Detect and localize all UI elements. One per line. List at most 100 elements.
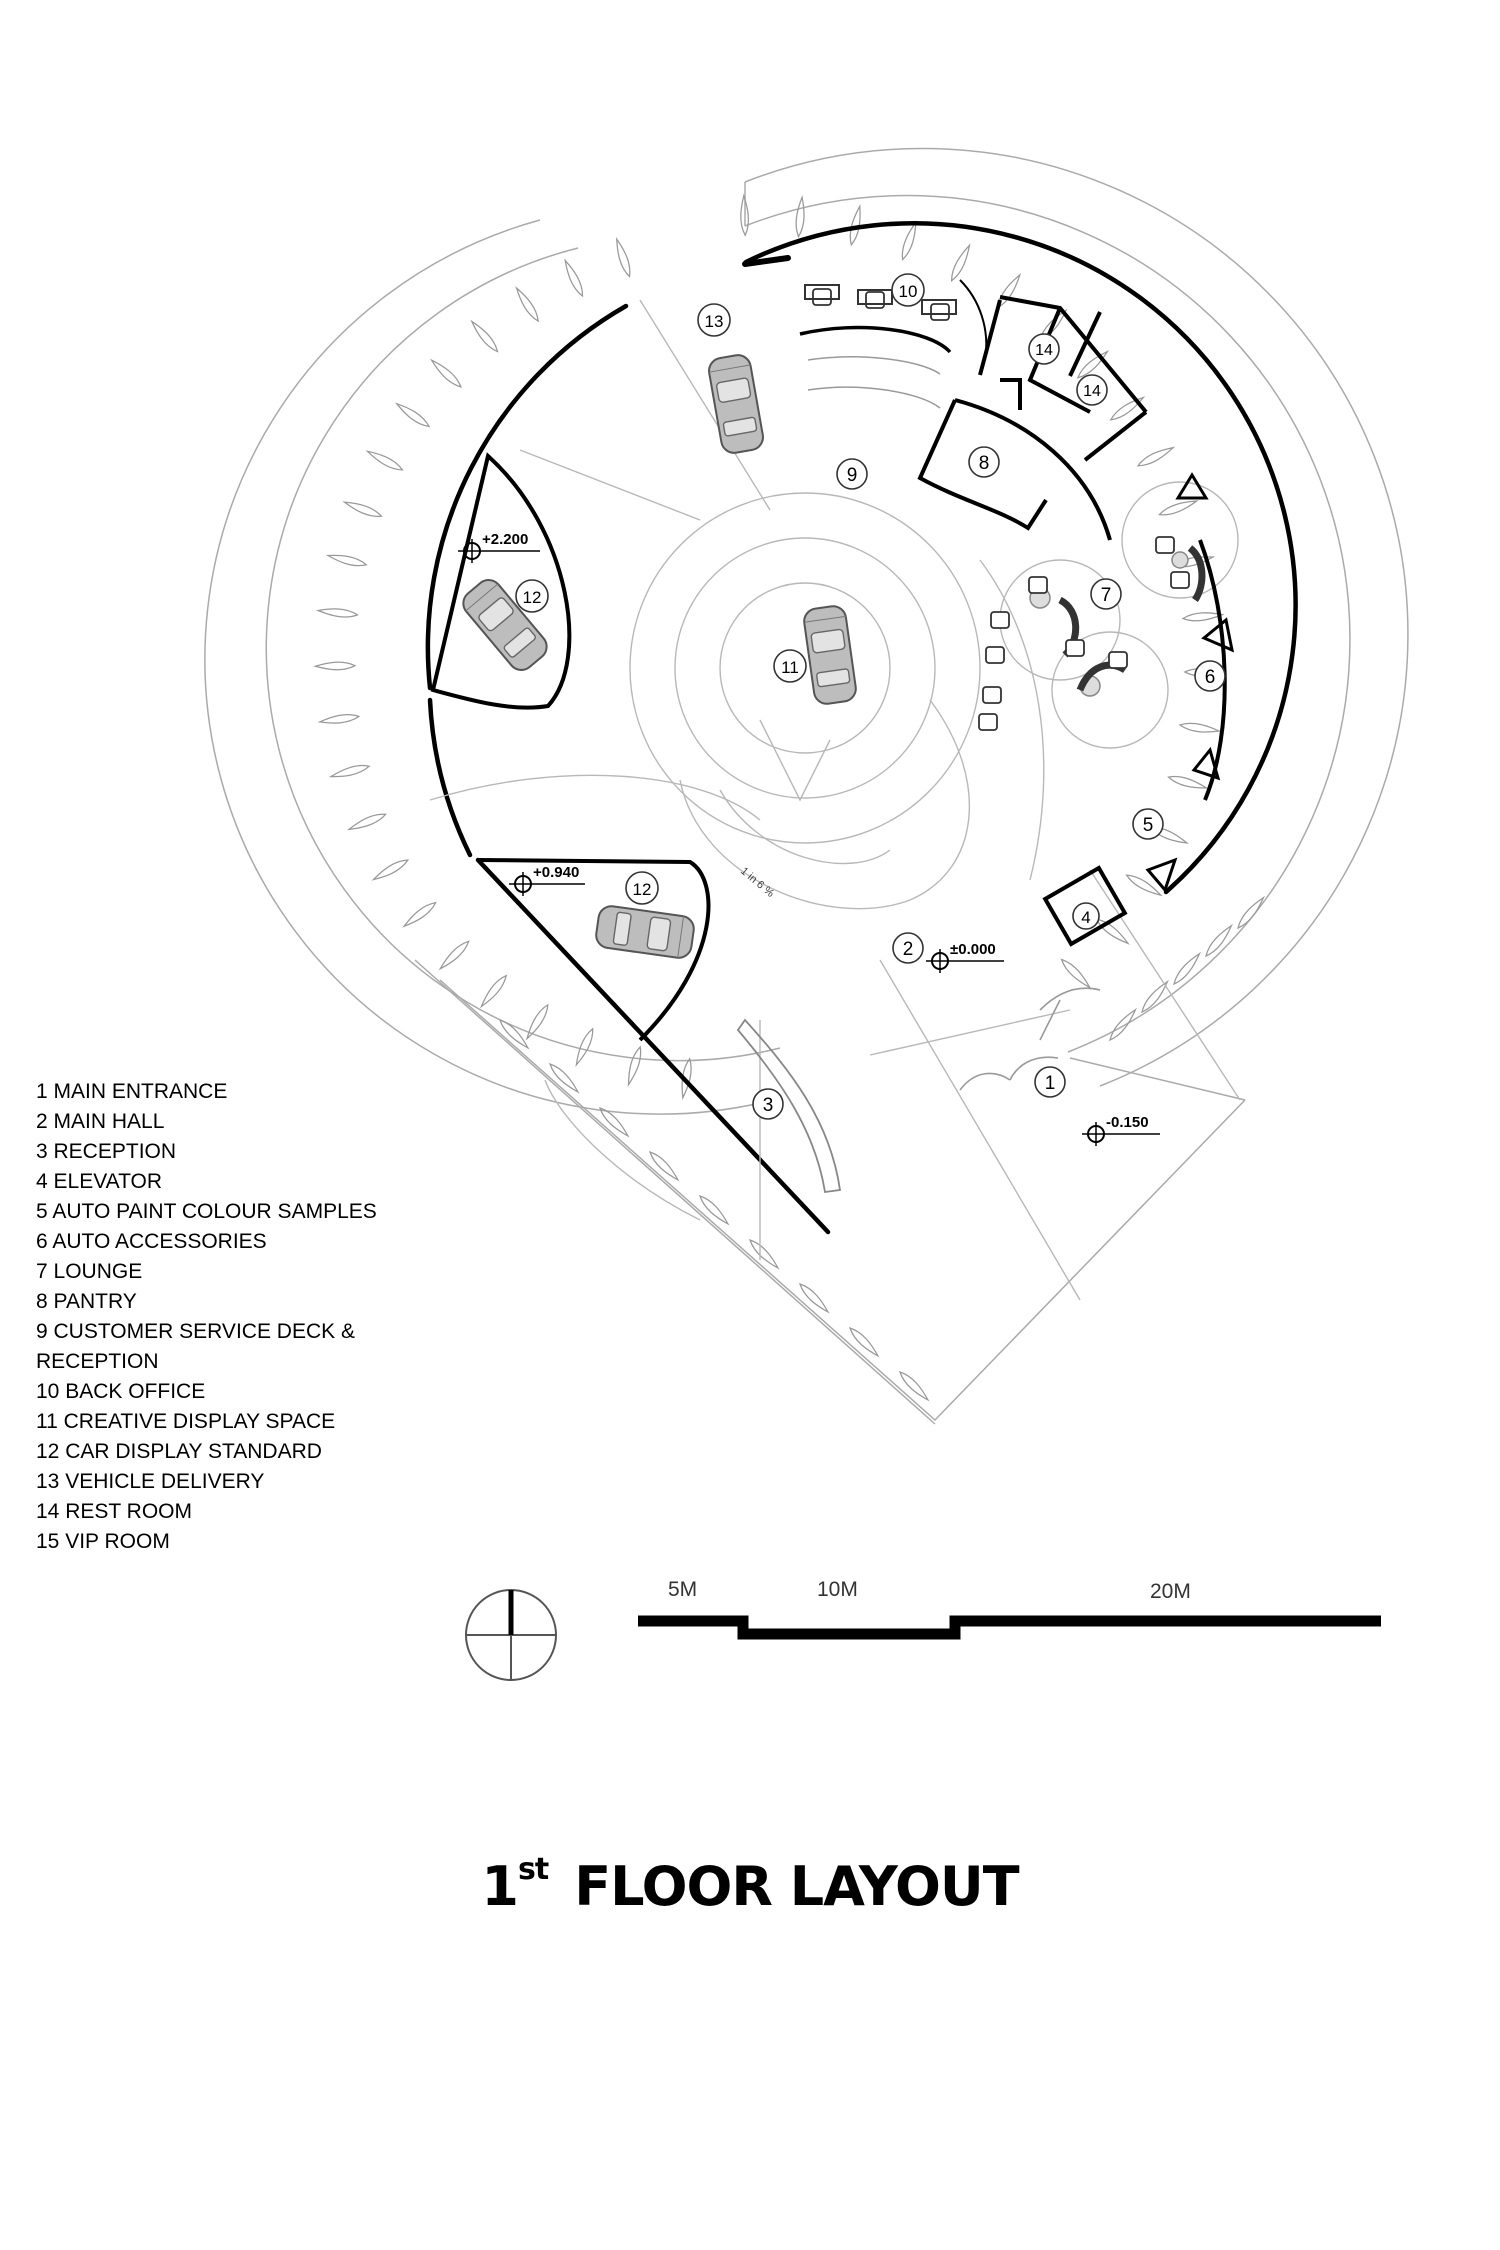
fin [846, 1324, 882, 1360]
display-bay-south [477, 858, 711, 1042]
fin [1234, 894, 1267, 932]
tag-6-text: 6 [1205, 667, 1216, 688]
tag-3: 3 [752, 1088, 784, 1120]
tag-12-south-text: 12 [633, 880, 652, 899]
tag-13: 13 [697, 303, 731, 337]
level-4-text: -0.150 [1106, 1114, 1149, 1131]
level-marker-3: ±0.000 [926, 941, 1004, 973]
legend-item: 13 VEHICLE DELIVERY [36, 1470, 265, 1493]
fin [1106, 1006, 1139, 1044]
tag-4-text: 4 [1081, 908, 1090, 927]
title-number: 1 [481, 1855, 519, 1918]
fin [624, 1045, 645, 1087]
fin [1058, 956, 1093, 991]
tag-2: 2 [892, 932, 924, 964]
tag-14-a: 14 [1028, 333, 1060, 365]
level-1-text: +2.200 [482, 531, 528, 548]
level-marker-4: -0.150 [1082, 1114, 1160, 1146]
legend-item: 8 PANTRY [36, 1290, 137, 1313]
display-bay-north [430, 452, 572, 710]
fin [572, 1026, 597, 1068]
legend-item: 4 ELEVATOR [36, 1170, 163, 1193]
fin [696, 1192, 732, 1228]
legend-item: 5 AUTO PAINT COLOUR SAMPLES [36, 1200, 377, 1223]
fin [342, 497, 384, 521]
level-2-text: +0.940 [533, 864, 579, 881]
pantry-walls [917, 378, 1112, 541]
scale-label-20m: 20M [1150, 1580, 1191, 1603]
fin [646, 1148, 682, 1184]
north-arrow-icon [465, 1589, 557, 1681]
level-markers: +2.200 +0.940 ±0.000 -0.150 [458, 531, 1160, 1146]
legend-item: 6 AUTO ACCESSORIES [36, 1230, 267, 1253]
tag-12-south: 12 [625, 871, 659, 905]
legend-item: 1 MAIN ENTRANCE [36, 1080, 228, 1103]
scale-bar [638, 1615, 1381, 1640]
fin [746, 1236, 782, 1272]
tag-9-text: 9 [847, 465, 858, 486]
fin [898, 220, 921, 262]
tag-5-text: 5 [1143, 815, 1154, 836]
fin [1182, 610, 1224, 623]
fin [326, 551, 368, 570]
fin [947, 243, 974, 284]
restroom-walls [978, 295, 1148, 462]
fin [314, 661, 356, 671]
legend-item: 9 CUSTOMER SERVICE DECK & RECEPTION [36, 1320, 355, 1373]
fin [1170, 950, 1203, 988]
fin [512, 285, 542, 324]
fin [365, 447, 405, 474]
fin [1178, 720, 1221, 736]
interior-linework [429, 299, 1241, 1301]
fin [896, 1368, 932, 1404]
teardrop-tail-lines [414, 959, 1246, 1425]
legend-item: 7 LOUNGE [36, 1260, 143, 1283]
fin [468, 318, 502, 355]
legend-item: 12 CAR DISPLAY STANDARD [36, 1440, 322, 1463]
ramp-label: 1 in 6 % [738, 865, 776, 900]
tag-10-text: 10 [899, 282, 918, 301]
fin-pattern [314, 194, 1267, 1404]
fin [477, 972, 510, 1010]
tag-10: 10 [891, 273, 925, 307]
fin [1135, 443, 1176, 470]
tag-5: 5 [1132, 808, 1164, 840]
fin [794, 196, 807, 238]
tag-11: 11 [773, 649, 807, 683]
fin [428, 356, 465, 391]
tag-8-text: 8 [979, 453, 990, 474]
fin [1157, 496, 1199, 519]
tag-14-a-text: 14 [1035, 342, 1053, 359]
level-marker-1: +2.200 [458, 531, 540, 563]
tag-1: 1 [1034, 1066, 1066, 1098]
legend-item: 15 VIP ROOM [36, 1530, 170, 1553]
tag-14-b-text: 14 [1083, 383, 1101, 400]
office-desks [804, 284, 957, 321]
fin [317, 606, 359, 620]
legend-item: 14 REST ROOM [36, 1500, 192, 1523]
fin [561, 258, 587, 299]
tag-13-text: 13 [705, 312, 724, 331]
fin [1124, 871, 1164, 900]
car-display-11 [801, 603, 859, 707]
fin [1138, 978, 1171, 1016]
entrance-doors [959, 987, 1101, 1091]
scale-label-5m: 5M [668, 1578, 698, 1601]
fin [318, 712, 361, 727]
fin [370, 856, 411, 884]
seating-rows [807, 356, 941, 409]
fin [612, 237, 634, 279]
tag-8: 8 [968, 446, 1000, 478]
car-delivery-13 [705, 352, 767, 456]
tag-7: 7 [1090, 578, 1122, 610]
tag-1-text: 1 [1045, 1073, 1056, 1094]
tag-7-text: 7 [1101, 585, 1112, 606]
tag-12-north-text: 12 [523, 588, 542, 607]
level-3-text: ±0.000 [950, 941, 996, 958]
level-marker-2: +0.940 [509, 864, 585, 896]
exterior-walls [425, 221, 1298, 1235]
fin [436, 937, 472, 973]
tag-11-text: 11 [781, 658, 799, 677]
